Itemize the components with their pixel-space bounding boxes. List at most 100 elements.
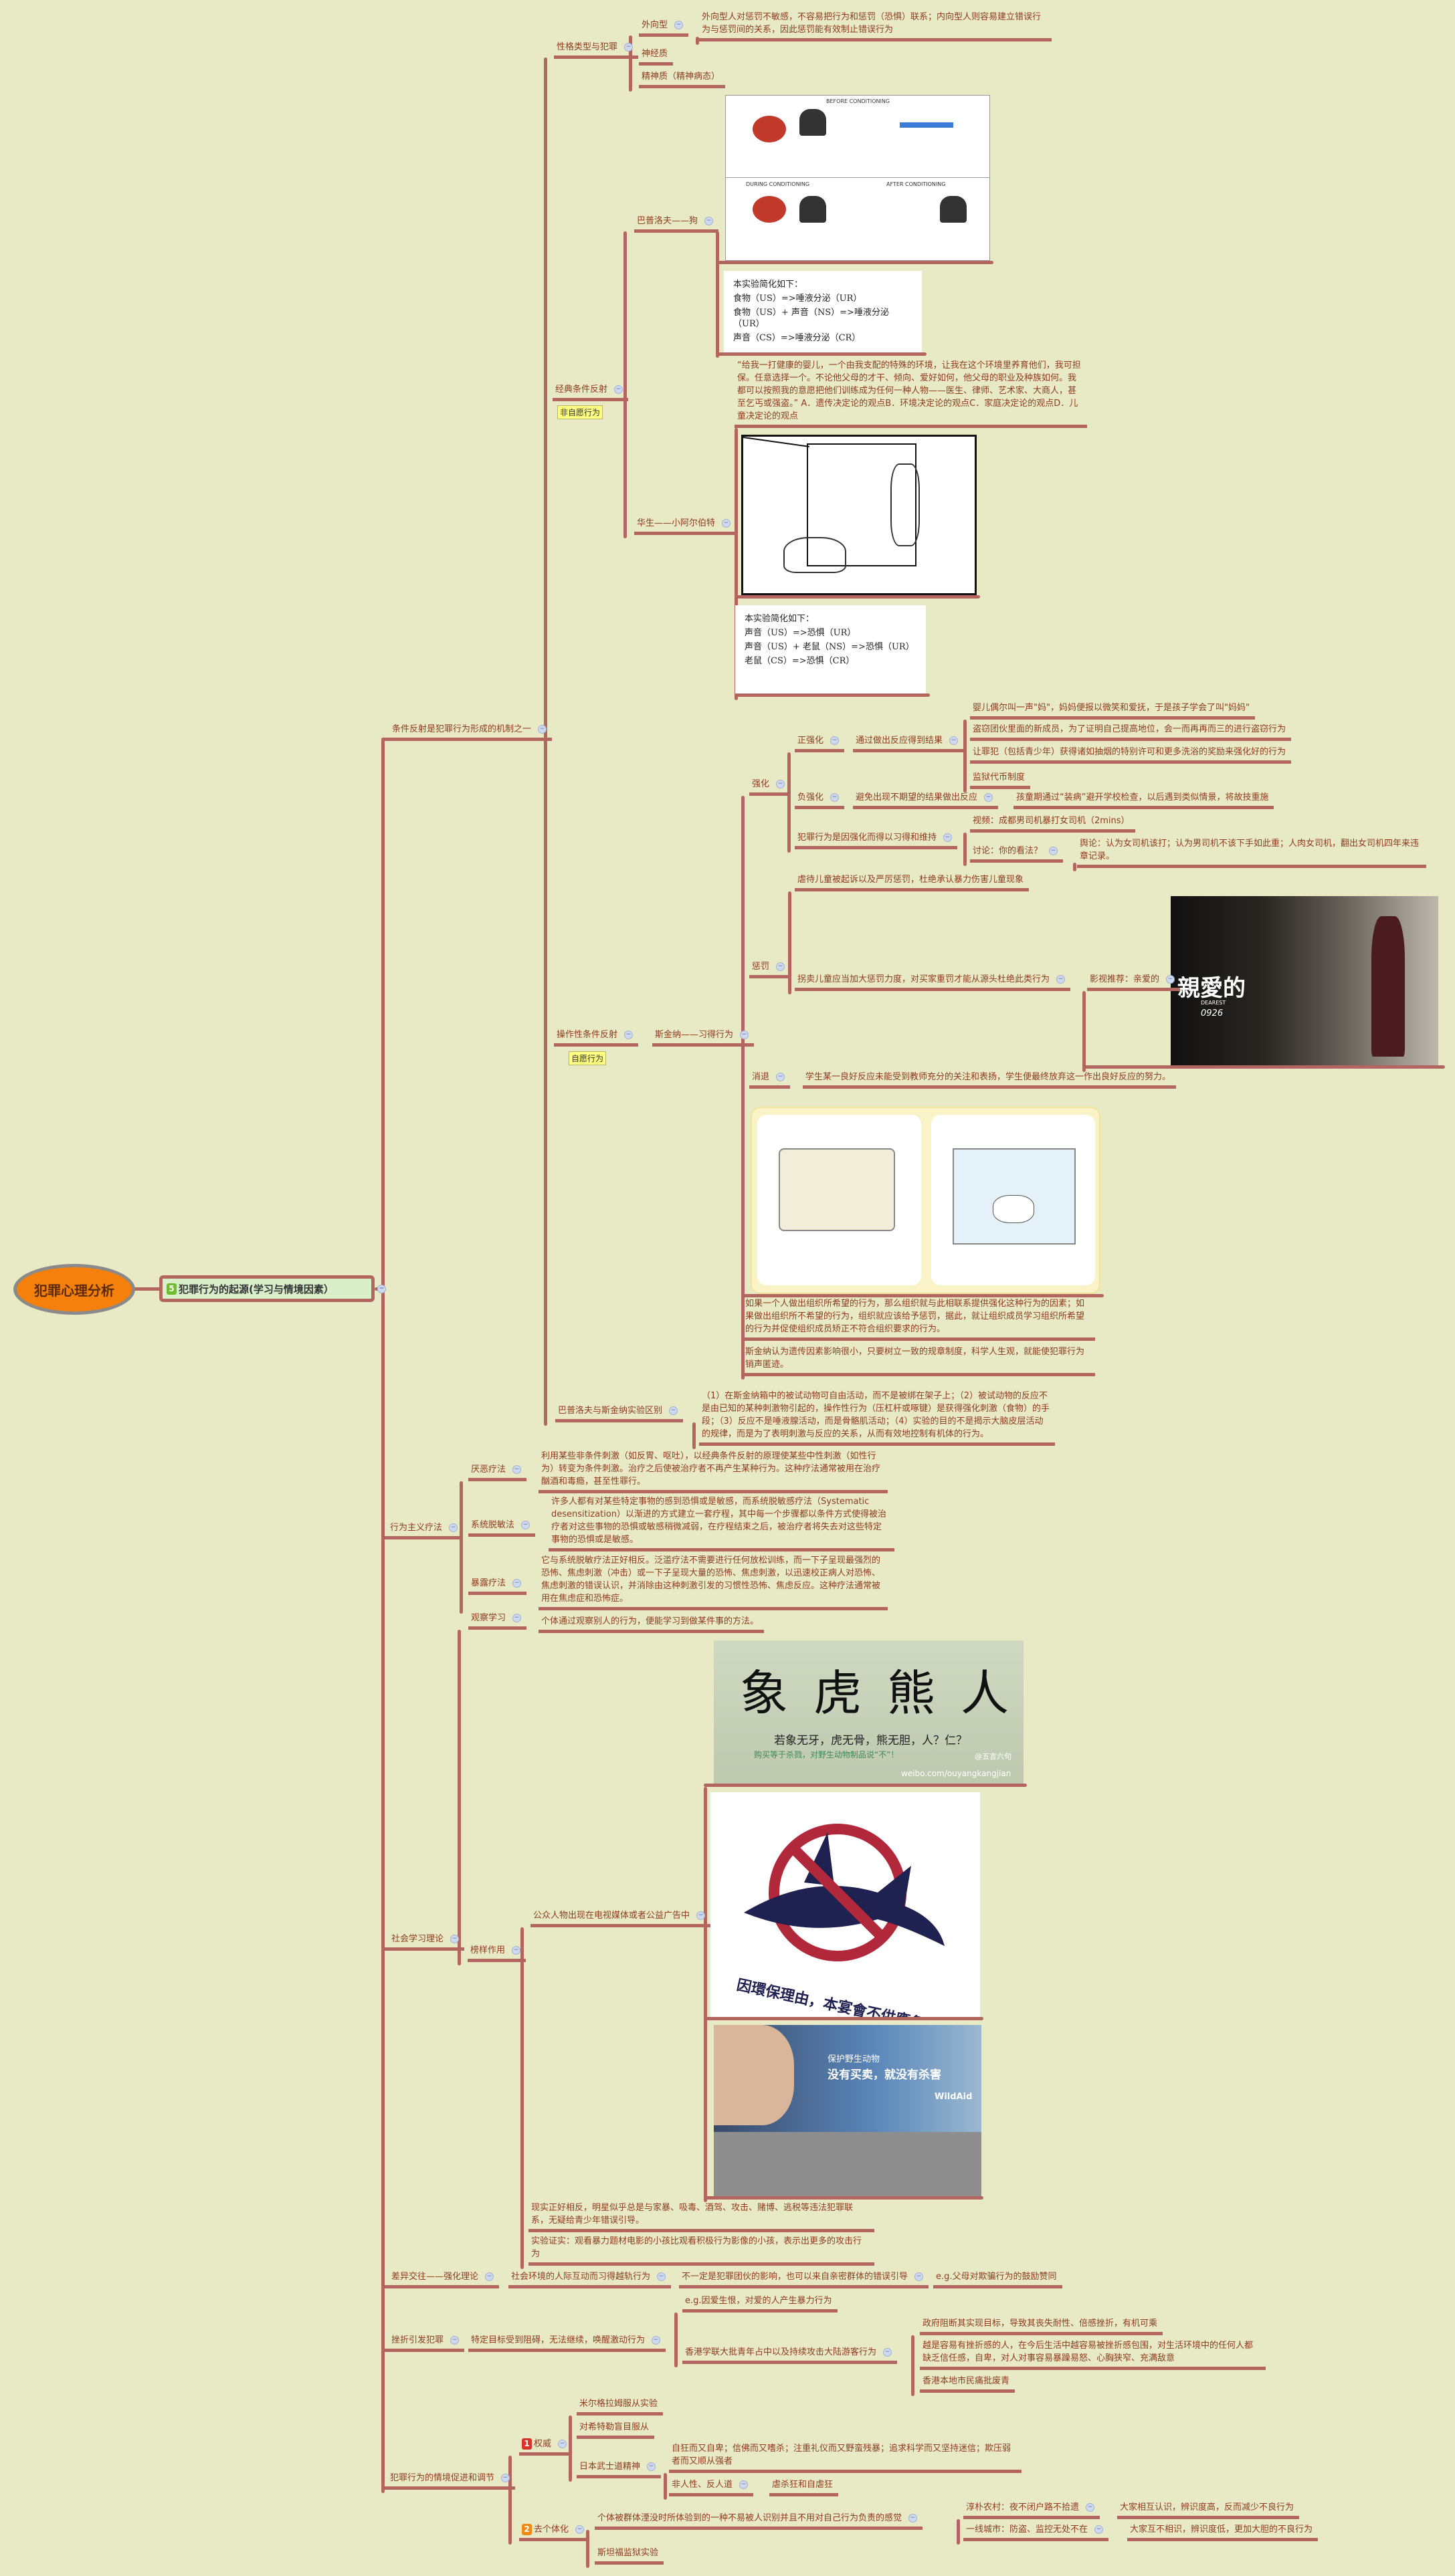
node-sadism[interactable]: 虐杀狂和自虐狂 <box>769 2478 839 2496</box>
example-item[interactable]: 让罪犯（包括青少年）获得诸如抽烟的特别许可和更多洗浴的奖励来强化好的行为 <box>970 746 1292 764</box>
collapse-toggle-icon[interactable]: − <box>1166 975 1175 984</box>
node-pavlov[interactable]: 巴普洛夫——狗− <box>634 215 719 233</box>
collapse-toggle-icon[interactable]: − <box>1086 2503 1095 2512</box>
collapse-toggle-icon[interactable]: − <box>450 1935 460 1943</box>
collapse-toggle-icon[interactable]: − <box>558 2440 567 2448</box>
node-video[interactable]: 视频：成都男司机暴打女司机（2mins） <box>970 815 1135 833</box>
collapse-toggle-icon[interactable]: − <box>624 43 634 51</box>
node-skinner[interactable]: 斯金纳——习得行为− <box>652 1029 755 1047</box>
branch-behavior-therapy[interactable]: 行为主义疗法− <box>387 1521 464 1539</box>
collapse-toggle-icon[interactable]: − <box>1094 2525 1104 2534</box>
collapse-toggle-icon[interactable]: − <box>521 1521 530 1529</box>
watson-quote[interactable]: “给我一打健康的婴儿，一个由我支配的特殊的环境，让我在这个环境里养育他们，我可担… <box>735 359 1087 428</box>
example-item[interactable]: 婴儿偶尔叫一声"妈"，妈妈便报以微笑和爱抚，于是孩子学会了叫"妈妈" <box>970 702 1255 720</box>
collapse-toggle-icon[interactable]: − <box>512 1614 522 1622</box>
collapse-toggle-icon[interactable]: − <box>449 1523 458 1532</box>
node-classical-conditioning[interactable]: 经典条件反射− <box>553 383 629 401</box>
collapse-toggle-icon[interactable]: − <box>740 1031 749 1039</box>
branch-differential-association[interactable]: 差异交往——强化理论− <box>389 2270 500 2288</box>
node-city-result[interactable]: 大家互不相识，辨识度低，更加大胆的不良行为 <box>1127 2523 1319 2541</box>
collapse-toggle-icon[interactable]: − <box>512 1465 522 1474</box>
example-item[interactable]: 盗窃团伙里面的新成员，为了证明自己提高地位，会一而再再而三的进行盗窃行为 <box>970 723 1292 741</box>
node-difference-text[interactable]: （1）在斯金纳箱中的被试动物可自由活动，而不是被绑在架子上；（2）被试动物的反应… <box>699 1390 1055 1446</box>
node-differential-mechanism[interactable]: 社会环境的人际互动而习得越轨行为− <box>508 2270 672 2288</box>
collapse-toggle-icon[interactable]: − <box>949 736 959 745</box>
example-item[interactable]: 孩童期通过“装病”避开学校检查，以后遇到类似情景，将故技重施 <box>1013 791 1274 809</box>
node-rural[interactable]: 淳朴农村：夜不闭户路不拾遗− <box>963 2501 1100 2519</box>
collapse-toggle-icon[interactable]: − <box>669 1406 678 1415</box>
node-frustration-prone[interactable]: 越是容易有挫折感的人，在今后生活中越容易被挫折感包围，对生活环境中的任何人都缺乏… <box>920 2339 1266 2370</box>
node-negative-mechanism[interactable]: 避免出现不期望的结果做出反应− <box>853 791 999 809</box>
collapse-toggle-icon[interactable]: − <box>984 793 993 802</box>
collapse-toggle-icon[interactable]: − <box>614 385 623 394</box>
node-love-hate[interactable]: e.g.因爱生恨，对爱的人产生暴力行为 <box>682 2294 838 2313</box>
node-organization-text[interactable]: 如果一个人做出组织所希望的行为，那么组织就与此相联系提供强化这种行为的因素；如果… <box>743 1297 1095 1341</box>
collapse-toggle-icon[interactable]: − <box>512 1579 522 1588</box>
collapse-toggle-icon[interactable]: − <box>652 2336 661 2345</box>
node-exposure-therapy[interactable]: 暴露疗法− <box>468 1577 527 1595</box>
node-rural-result[interactable]: 大家相互认识，辨识度高，反而减少不良行为 <box>1117 2501 1300 2519</box>
node-reinforcement[interactable]: 强化− <box>749 778 791 796</box>
node-extravert[interactable]: 外向型− <box>639 19 689 37</box>
node-reality[interactable]: 现实正好相反，明星似乎总是与家暴、吸毒、酒驾、攻击、赌博、逃税等违法犯罪联系，无… <box>528 2202 874 2232</box>
collapse-toggle-icon[interactable]: − <box>722 519 731 528</box>
node-hk-students[interactable]: 香港学联大批青年占中以及持续攻击大陆游客行为− <box>682 2346 898 2364</box>
collapse-toggle-icon[interactable]: − <box>776 1073 785 1081</box>
collapse-toggle-icon[interactable]: − <box>830 793 840 802</box>
collapse-toggle-icon[interactable]: − <box>943 833 953 842</box>
node-inhuman[interactable]: 非人性、反人道− <box>669 2478 754 2496</box>
node-operant-conditioning[interactable]: 操作性条件反射− <box>554 1029 639 1047</box>
node-positive-mechanism[interactable]: 通过做出反应得到结果− <box>853 734 964 752</box>
node-milgram[interactable]: 米尔格拉姆服从实验 <box>577 2397 664 2416</box>
node-watson[interactable]: 华生——小阿尔伯特− <box>634 517 737 535</box>
example-item[interactable]: 监狱代币制度 <box>970 771 1031 789</box>
node-bushido[interactable]: 日本武士道精神− <box>577 2460 662 2478</box>
node-discussion[interactable]: 讨论：你的看法？− <box>970 845 1064 863</box>
node-hitler[interactable]: 对希特勒盲目服从 <box>577 2421 655 2439</box>
node-child-abuse[interactable]: 虐待儿童被起诉以及严厉惩罚，杜绝承认暴力伤害儿童现象 <box>795 873 1030 891</box>
collapse-toggle-icon[interactable]: − <box>657 2272 666 2281</box>
node-punishment[interactable]: 惩罚− <box>749 960 791 978</box>
node-exposure-text[interactable]: 它与系统脱敏疗法正好相反。泛滥疗法不需要进行任何放松训练，而一下子呈现最强烈的恐… <box>539 1554 888 1610</box>
node-skinner-view[interactable]: 斯金纳认为遗传因素影响很小，只要树立一致的规章制度，科学人生观，就能使犯罪行为销… <box>743 1346 1095 1376</box>
collapse-toggle-icon[interactable]: − <box>1056 975 1066 984</box>
collapse-toggle-icon[interactable]: − <box>624 1031 634 1039</box>
note-extravert[interactable]: 外向型人对惩罚不敏感，不容易把行为和惩罚（恐惧）联系；内向型人则容易建立错误行为… <box>699 11 1052 41</box>
collapse-toggle-icon[interactable]: − <box>647 2462 656 2471</box>
node-role-model[interactable]: 榜样作用− <box>468 1944 526 1962</box>
node-observational-learning[interactable]: 观察学习− <box>468 1612 527 1630</box>
node-gov[interactable]: 政府阻断其实现目标，导致其丧失耐性、倍感挫折，有机可乘 <box>920 2317 1163 2335</box>
collapse-toggle-icon[interactable]: − <box>776 962 785 971</box>
node-city[interactable]: 一线城市：防盗、监控无处不在− <box>963 2523 1109 2541</box>
node-positive-reinforcement[interactable]: 正强化− <box>795 734 845 752</box>
node-deindividuation-definition[interactable]: 个体被群体湮没时所体验到的一种不易被人识别并且不用对自己行为负责的感觉− <box>595 2512 923 2530</box>
collapse-toggle-icon[interactable]: − <box>501 2474 510 2482</box>
collapse-toggle-icon[interactable]: − <box>512 1946 521 1955</box>
collapse-toggle-icon[interactable]: − <box>883 2348 892 2357</box>
collapse-toggle-icon[interactable]: − <box>674 21 684 29</box>
node-movie-recommend[interactable]: 影视推荐：亲爱的− <box>1087 973 1181 991</box>
node-crime-maintenance[interactable]: 犯罪行为是因强化而得以习得和维持− <box>795 831 958 849</box>
branch-social-learning[interactable]: 社会学习理论− <box>389 1933 465 1951</box>
node-differential-example[interactable]: e.g.父母对欺骗行为的鼓励赞同 <box>933 2270 1062 2288</box>
node-neuroticism[interactable]: 神经质 <box>639 47 674 66</box>
node-systematic-desensitization[interactable]: 系统脱敏法− <box>468 1519 536 1537</box>
node-experiment[interactable]: 实验证实：观看暴力题材电影的小孩比观看积极行为影像的小孩，表示出更多的攻击行为 <box>528 2235 874 2266</box>
collapse-toggle-icon[interactable]: − <box>575 2525 585 2534</box>
node-stanford[interactable]: 斯坦福监狱实验 <box>595 2547 664 2565</box>
branch-frustration[interactable]: 挫折引发犯罪− <box>389 2334 465 2352</box>
node-personality-types[interactable]: 性格类型与犯罪− <box>554 41 639 59</box>
node-public-figures[interactable]: 公众人物出现在电视媒体或者公益广告中− <box>530 1909 711 1927</box>
branch-situational[interactable]: 犯罪行为的情境促进和调节− <box>387 2472 516 2490</box>
collapse-toggle-icon[interactable]: − <box>908 2514 918 2523</box>
node-experiment-difference[interactable]: 巴普洛夫与斯金纳实验区别− <box>555 1404 684 1422</box>
main-topic[interactable]: 5 犯罪行为的起源(学习与情境因素） − <box>159 1275 386 1302</box>
collapse-toggle-icon[interactable]: − <box>739 2480 749 2489</box>
collapse-toggle-icon[interactable]: − <box>450 2336 460 2345</box>
node-systematic-text[interactable]: 许多人都有对某些特定事物的感到恐惧或是敏感，而系统脱敏感疗法（Systemati… <box>549 1495 894 1551</box>
node-extinction[interactable]: 消退− <box>749 1071 791 1089</box>
node-aversion-text[interactable]: 利用某些非条件刺激（如反胃、呕吐），以经典条件反射的原理使某些中性刺激（如性行为… <box>539 1450 888 1493</box>
node-psychoticism[interactable]: 精神质（精神病态） <box>639 70 726 88</box>
